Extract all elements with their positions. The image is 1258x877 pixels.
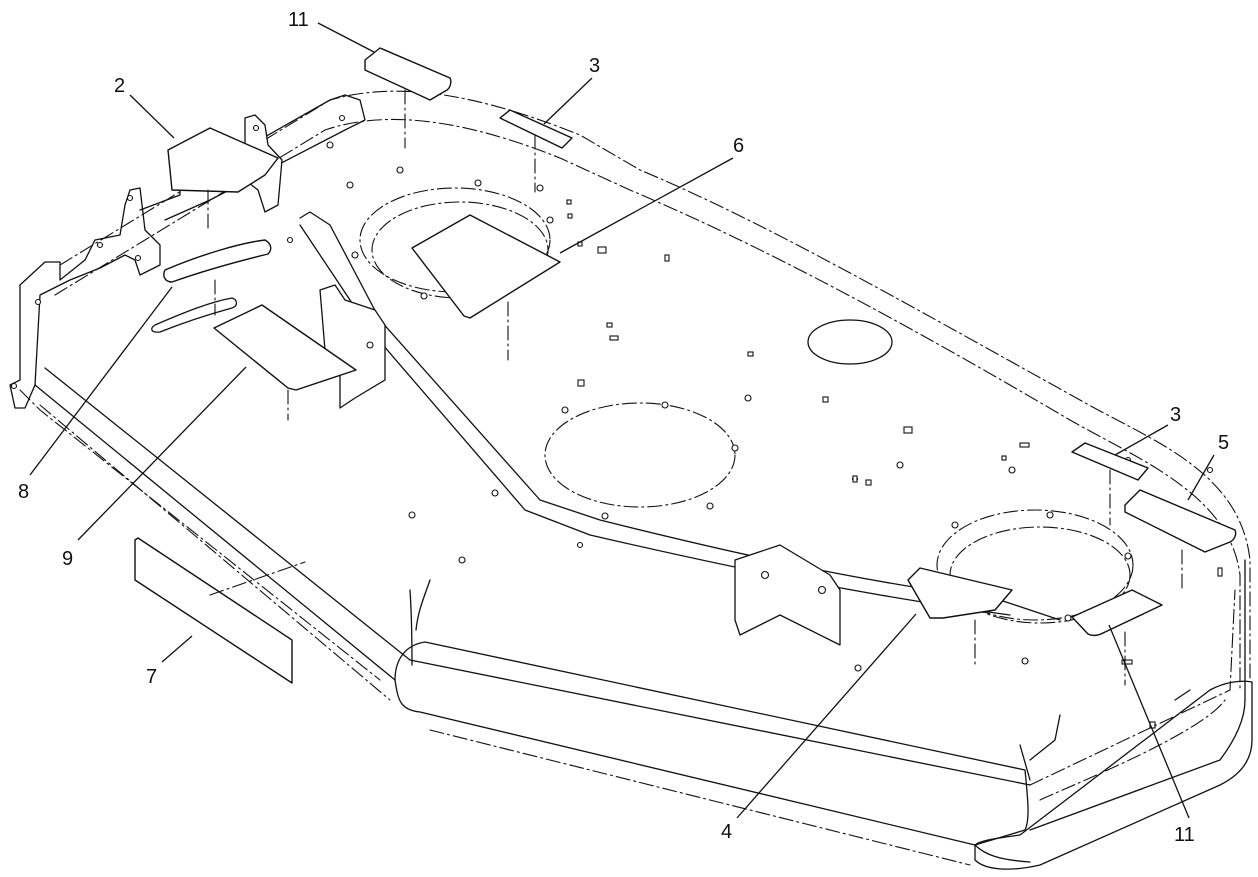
front-bracket-hole-2 [817,585,827,595]
decal-3-right [1071,442,1149,481]
front-bracket [734,544,841,646]
deck-front-skirt-lower [39,404,971,866]
spindle-hole-center [807,319,893,365]
front-skirt-lip [409,579,431,666]
decal-3-top [499,109,573,149]
mid-bracket [319,284,386,409]
callout-4: 4 [721,821,732,843]
callout-3-top: 3 [589,55,600,77]
leader-6 [559,157,734,254]
decal-6 [411,214,561,319]
front-bracket-hole-1 [760,570,770,580]
callout-3-right: 3 [1170,404,1181,426]
leader-5 [1187,454,1215,501]
deck-right-bumper [974,680,1253,870]
deck-front-skirt [34,384,1031,863]
deck-front-rim [394,641,1029,846]
slot-marks [566,199,1223,729]
callout-2: 2 [114,75,125,97]
blade-opening-center [544,402,736,508]
decal-11-bottom [1071,589,1163,637]
decal-4 [907,567,1013,619]
leader-2 [129,94,175,139]
leader-4 [736,613,917,819]
right-skirt-detail [1019,689,1191,781]
callout-7: 7 [146,666,157,688]
right-phantom-1 [1029,589,1236,786]
decal-11-top [364,47,452,101]
decal-5 [1124,489,1237,553]
leader-3-top [543,77,593,125]
decals [134,47,1237,686]
decal-8 [163,239,272,283]
decal-7 [134,537,293,684]
mower-deck [9,90,1253,870]
leader-9 [77,366,247,541]
mid-bracket-hole [366,341,374,349]
leader-lines [29,22,1215,819]
deck-right-skirt [1029,559,1246,831]
callout-5: 5 [1218,432,1229,454]
deck-front-edge [44,367,1031,786]
callout-8: 8 [18,481,29,503]
left-phantom [19,389,381,681]
slot-8-opening [151,297,238,333]
left-bracket [9,187,161,409]
deck-inner-outline [54,118,1241,691]
leader-11-top [317,22,375,53]
leader-7 [161,635,193,663]
decal-2 [167,127,279,193]
leader-8 [29,286,173,476]
callout-11-top: 11 [288,9,309,31]
blade-opening-right [936,509,1134,621]
callout-labels: 11 3 2 6 8 9 7 3 5 4 11 [18,9,1229,846]
center-rail-lower [299,224,1011,616]
callout-11-bottom: 11 [1174,824,1195,846]
leader-11-bottom [1108,624,1190,819]
right-phantom-2 [1039,699,1226,801]
leader-3-right [1114,424,1169,456]
decal-9 [213,304,357,391]
center-rail [299,211,1061,621]
blade-opening-left [359,187,551,293]
callout-6: 6 [733,135,744,157]
deck-top-outline [59,90,1251,681]
decal-7-phantom [209,561,306,596]
callout-9: 9 [62,548,73,570]
